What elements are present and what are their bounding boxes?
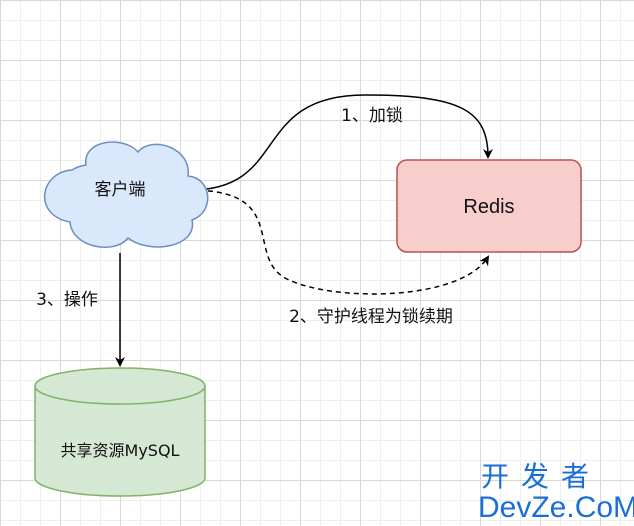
database-label: 共享资源MySQL <box>61 441 180 460</box>
database-cylinder[interactable] <box>34 367 206 497</box>
client-cloud[interactable] <box>43 141 209 248</box>
redis-box[interactable] <box>396 159 582 253</box>
client-label: 客户端 <box>95 180 146 200</box>
edge-renew-label: 2、守护线程为锁续期 <box>289 307 453 327</box>
edge-lock <box>189 94 493 191</box>
watermark-top: 开发者 <box>481 460 601 493</box>
watermark-bottom: DevZe.CoM <box>478 491 634 524</box>
edge-lock-label: 1、加锁 <box>341 106 403 126</box>
redis-label: Redis <box>463 196 514 218</box>
edge-renew <box>189 189 490 295</box>
edge-operate-label: 3、操作 <box>36 290 98 310</box>
